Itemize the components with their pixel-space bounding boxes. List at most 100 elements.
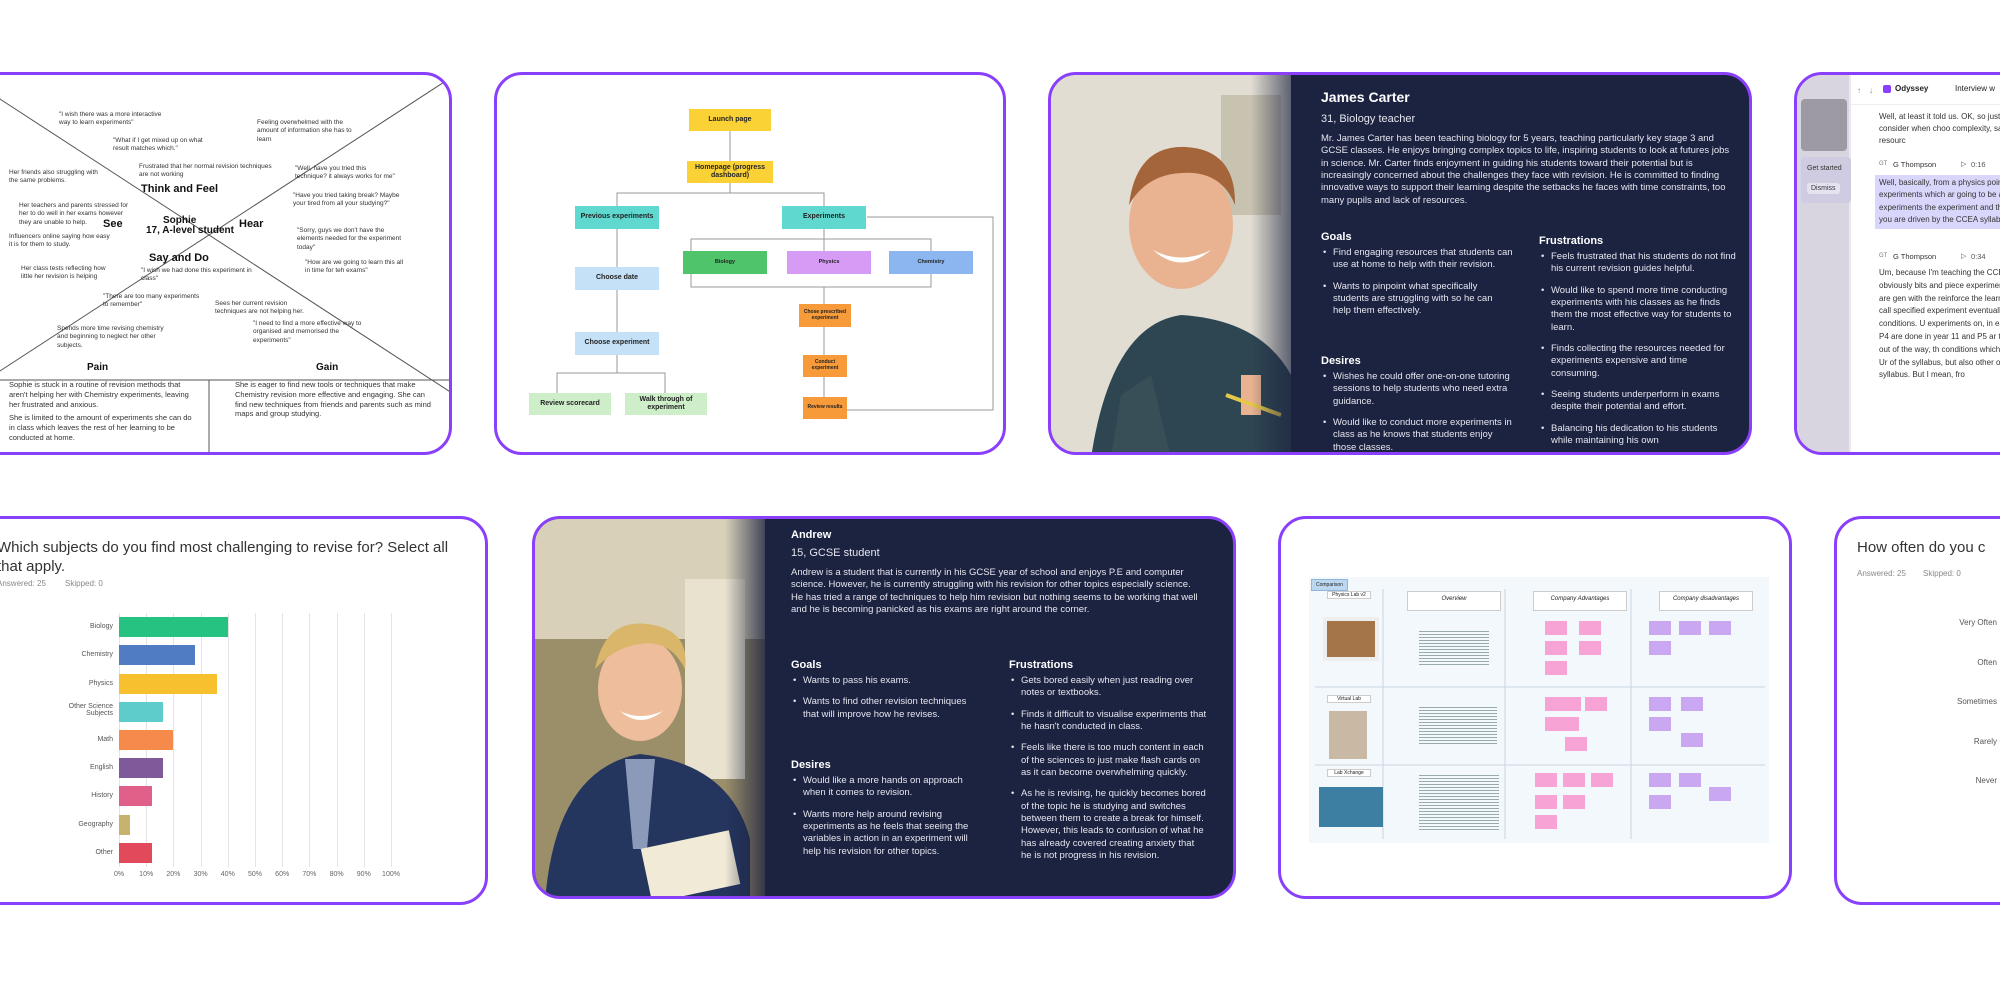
grid-line: [391, 613, 392, 867]
dismiss-button[interactable]: Dismiss: [1807, 183, 1840, 194]
disadvantage-sticky[interactable]: [1649, 697, 1671, 711]
disadvantage-sticky[interactable]: [1649, 621, 1671, 635]
bar[interactable]: [119, 729, 174, 750]
disadvantage-sticky[interactable]: [1679, 621, 1701, 635]
x-tick-label: 100%: [382, 870, 400, 878]
quadrant-see: See: [103, 218, 123, 230]
james-frustrations-title: Frustrations: [1539, 235, 1604, 247]
andrew-frustration: Finds it difficult to visualise experime…: [1011, 709, 1207, 734]
disadvantage-sticky[interactable]: [1709, 621, 1731, 635]
bar[interactable]: [119, 842, 152, 863]
advantage-sticky[interactable]: [1545, 661, 1567, 675]
disadvantage-sticky[interactable]: [1681, 733, 1703, 747]
review-scorecard-node[interactable]: Review scorecard: [529, 393, 611, 415]
launch-page-node[interactable]: Launch page: [689, 109, 771, 131]
advantage-sticky[interactable]: [1535, 815, 1557, 829]
andrew-bio: Andrew is a student that is currently in…: [791, 567, 1198, 616]
experiments-node[interactable]: Experiments: [782, 206, 866, 229]
bar[interactable]: [119, 673, 217, 694]
timestamp-2: 0:34: [1971, 252, 1986, 261]
grid-line: [336, 613, 338, 867]
x-tick-label: 60%: [275, 870, 290, 878]
biology-node[interactable]: Biology: [683, 251, 767, 274]
survey-chart-card[interactable]: Which subjects do you find most challeng…: [0, 516, 488, 905]
quote-11: Her class tests reflecting how little he…: [21, 265, 106, 281]
andrew-desires-title: Desires: [791, 759, 831, 771]
x-tick-label: 0%: [113, 870, 125, 878]
quote-3: Feeling overwhelmed with the amount of i…: [257, 119, 352, 143]
quote-15: Sees her current revision techniques are…: [215, 300, 304, 316]
advantage-sticky[interactable]: [1579, 641, 1601, 655]
survey-question: Which subjects do you find most challeng…: [0, 539, 449, 575]
bar[interactable]: [119, 617, 228, 638]
flowchart-card[interactable]: Launch page Homepage (progress dashboard…: [494, 72, 1006, 455]
category-label: Chemistry: [81, 651, 113, 659]
back-arrow-icon[interactable]: ↑: [1857, 86, 1861, 95]
james-frustration: Balancing his dedication to his students…: [1541, 423, 1737, 448]
prescribed-experiment-node[interactable]: Chose prescribed experiment: [799, 304, 851, 327]
disadvantage-sticky[interactable]: [1709, 787, 1731, 801]
bar[interactable]: [119, 758, 163, 779]
disadvantage-sticky[interactable]: [1649, 641, 1671, 655]
category-label: Other: [95, 848, 113, 856]
tab-interview[interactable]: Interview w: [1955, 84, 1996, 93]
empathy-map-card[interactable]: Think and Feel See Hear Say and Do Sophi…: [0, 72, 452, 455]
play-icon[interactable]: ▷: [1961, 161, 1967, 168]
andrew-persona-card[interactable]: Andrew 15, GCSE student Andrew is a stud…: [532, 516, 1236, 899]
survey2-skipped: Skipped: 0: [1923, 569, 1961, 578]
james-goals-list: Find engaging resources that students ca…: [1323, 247, 1513, 327]
previous-experiments-node[interactable]: Previous experiments: [575, 206, 659, 229]
app-logo-icon: [1883, 85, 1891, 93]
review-results-node[interactable]: Review results: [803, 397, 847, 419]
comparison-card[interactable]: Comparison Overview Company Advantages C…: [1278, 516, 1792, 899]
james-frustration: Seeing students underperform in exams de…: [1541, 389, 1737, 414]
survey-frequency-card[interactable]: How often do you c Answered: 25 Skipped:…: [1834, 516, 2000, 905]
james-frustration: Finds collecting the resources needed fo…: [1541, 343, 1737, 380]
advantage-sticky[interactable]: [1545, 621, 1567, 635]
bar[interactable]: [119, 701, 163, 722]
walk-through-node[interactable]: Walk through of experiment: [625, 393, 707, 415]
advantage-sticky[interactable]: [1565, 737, 1587, 751]
row-image-2: [1329, 711, 1367, 759]
chemistry-node[interactable]: Chemistry: [889, 251, 973, 274]
bar[interactable]: [119, 645, 196, 666]
choose-date-node[interactable]: Choose date: [575, 267, 659, 290]
advantage-sticky[interactable]: [1545, 641, 1567, 655]
forward-arrow-icon[interactable]: ↓: [1869, 86, 1873, 95]
quadrant-say-do: Say and Do: [149, 252, 209, 264]
disadvantage-sticky[interactable]: [1649, 717, 1671, 731]
advantage-sticky[interactable]: [1563, 773, 1585, 787]
james-desire: Wishes he could offer one-on-one tutorin…: [1323, 371, 1513, 408]
homepage-node[interactable]: Homepage (progress dashboard): [687, 161, 773, 183]
advantage-sticky[interactable]: [1579, 621, 1601, 635]
disadvantage-sticky[interactable]: [1681, 697, 1703, 711]
x-tick-label: 40%: [220, 870, 235, 878]
bar[interactable]: [119, 814, 130, 835]
advantage-sticky[interactable]: [1535, 795, 1557, 809]
x-tick-label: 20%: [166, 870, 181, 878]
bar[interactable]: [119, 786, 152, 807]
advantage-sticky[interactable]: [1585, 697, 1607, 711]
advantage-sticky[interactable]: [1545, 717, 1579, 731]
disadvantage-sticky[interactable]: [1649, 773, 1671, 787]
grid-line: [173, 613, 175, 867]
survey2-question: How often do you c: [1857, 539, 1986, 556]
andrew-frustrations-list: Gets bored easily when just reading over…: [1011, 675, 1207, 871]
interview-card[interactable]: Get started Dismiss ↑ ↓ Odyssey Intervie…: [1794, 72, 2000, 455]
overview-text: [1419, 629, 1489, 665]
advantage-sticky[interactable]: [1563, 795, 1585, 809]
advantage-sticky[interactable]: [1591, 773, 1613, 787]
play-icon[interactable]: ▷: [1961, 253, 1967, 260]
advantage-sticky[interactable]: [1535, 773, 1557, 787]
grid-line: [309, 613, 311, 867]
row-image-1: [1323, 617, 1379, 661]
timestamp-1: 0:16: [1971, 160, 1986, 169]
physics-node[interactable]: Physics: [787, 251, 871, 274]
james-persona-card[interactable]: James Carter 31, Biology teacher Mr. Jam…: [1048, 72, 1752, 455]
andrew-frustration: Gets bored easily when just reading over…: [1011, 675, 1207, 700]
advantage-sticky[interactable]: [1545, 697, 1581, 711]
choose-experiment-node[interactable]: Choose experiment: [575, 332, 659, 355]
conduct-experiment-node[interactable]: Conduct experiment: [803, 355, 847, 377]
disadvantage-sticky[interactable]: [1649, 795, 1671, 809]
disadvantage-sticky[interactable]: [1679, 773, 1701, 787]
